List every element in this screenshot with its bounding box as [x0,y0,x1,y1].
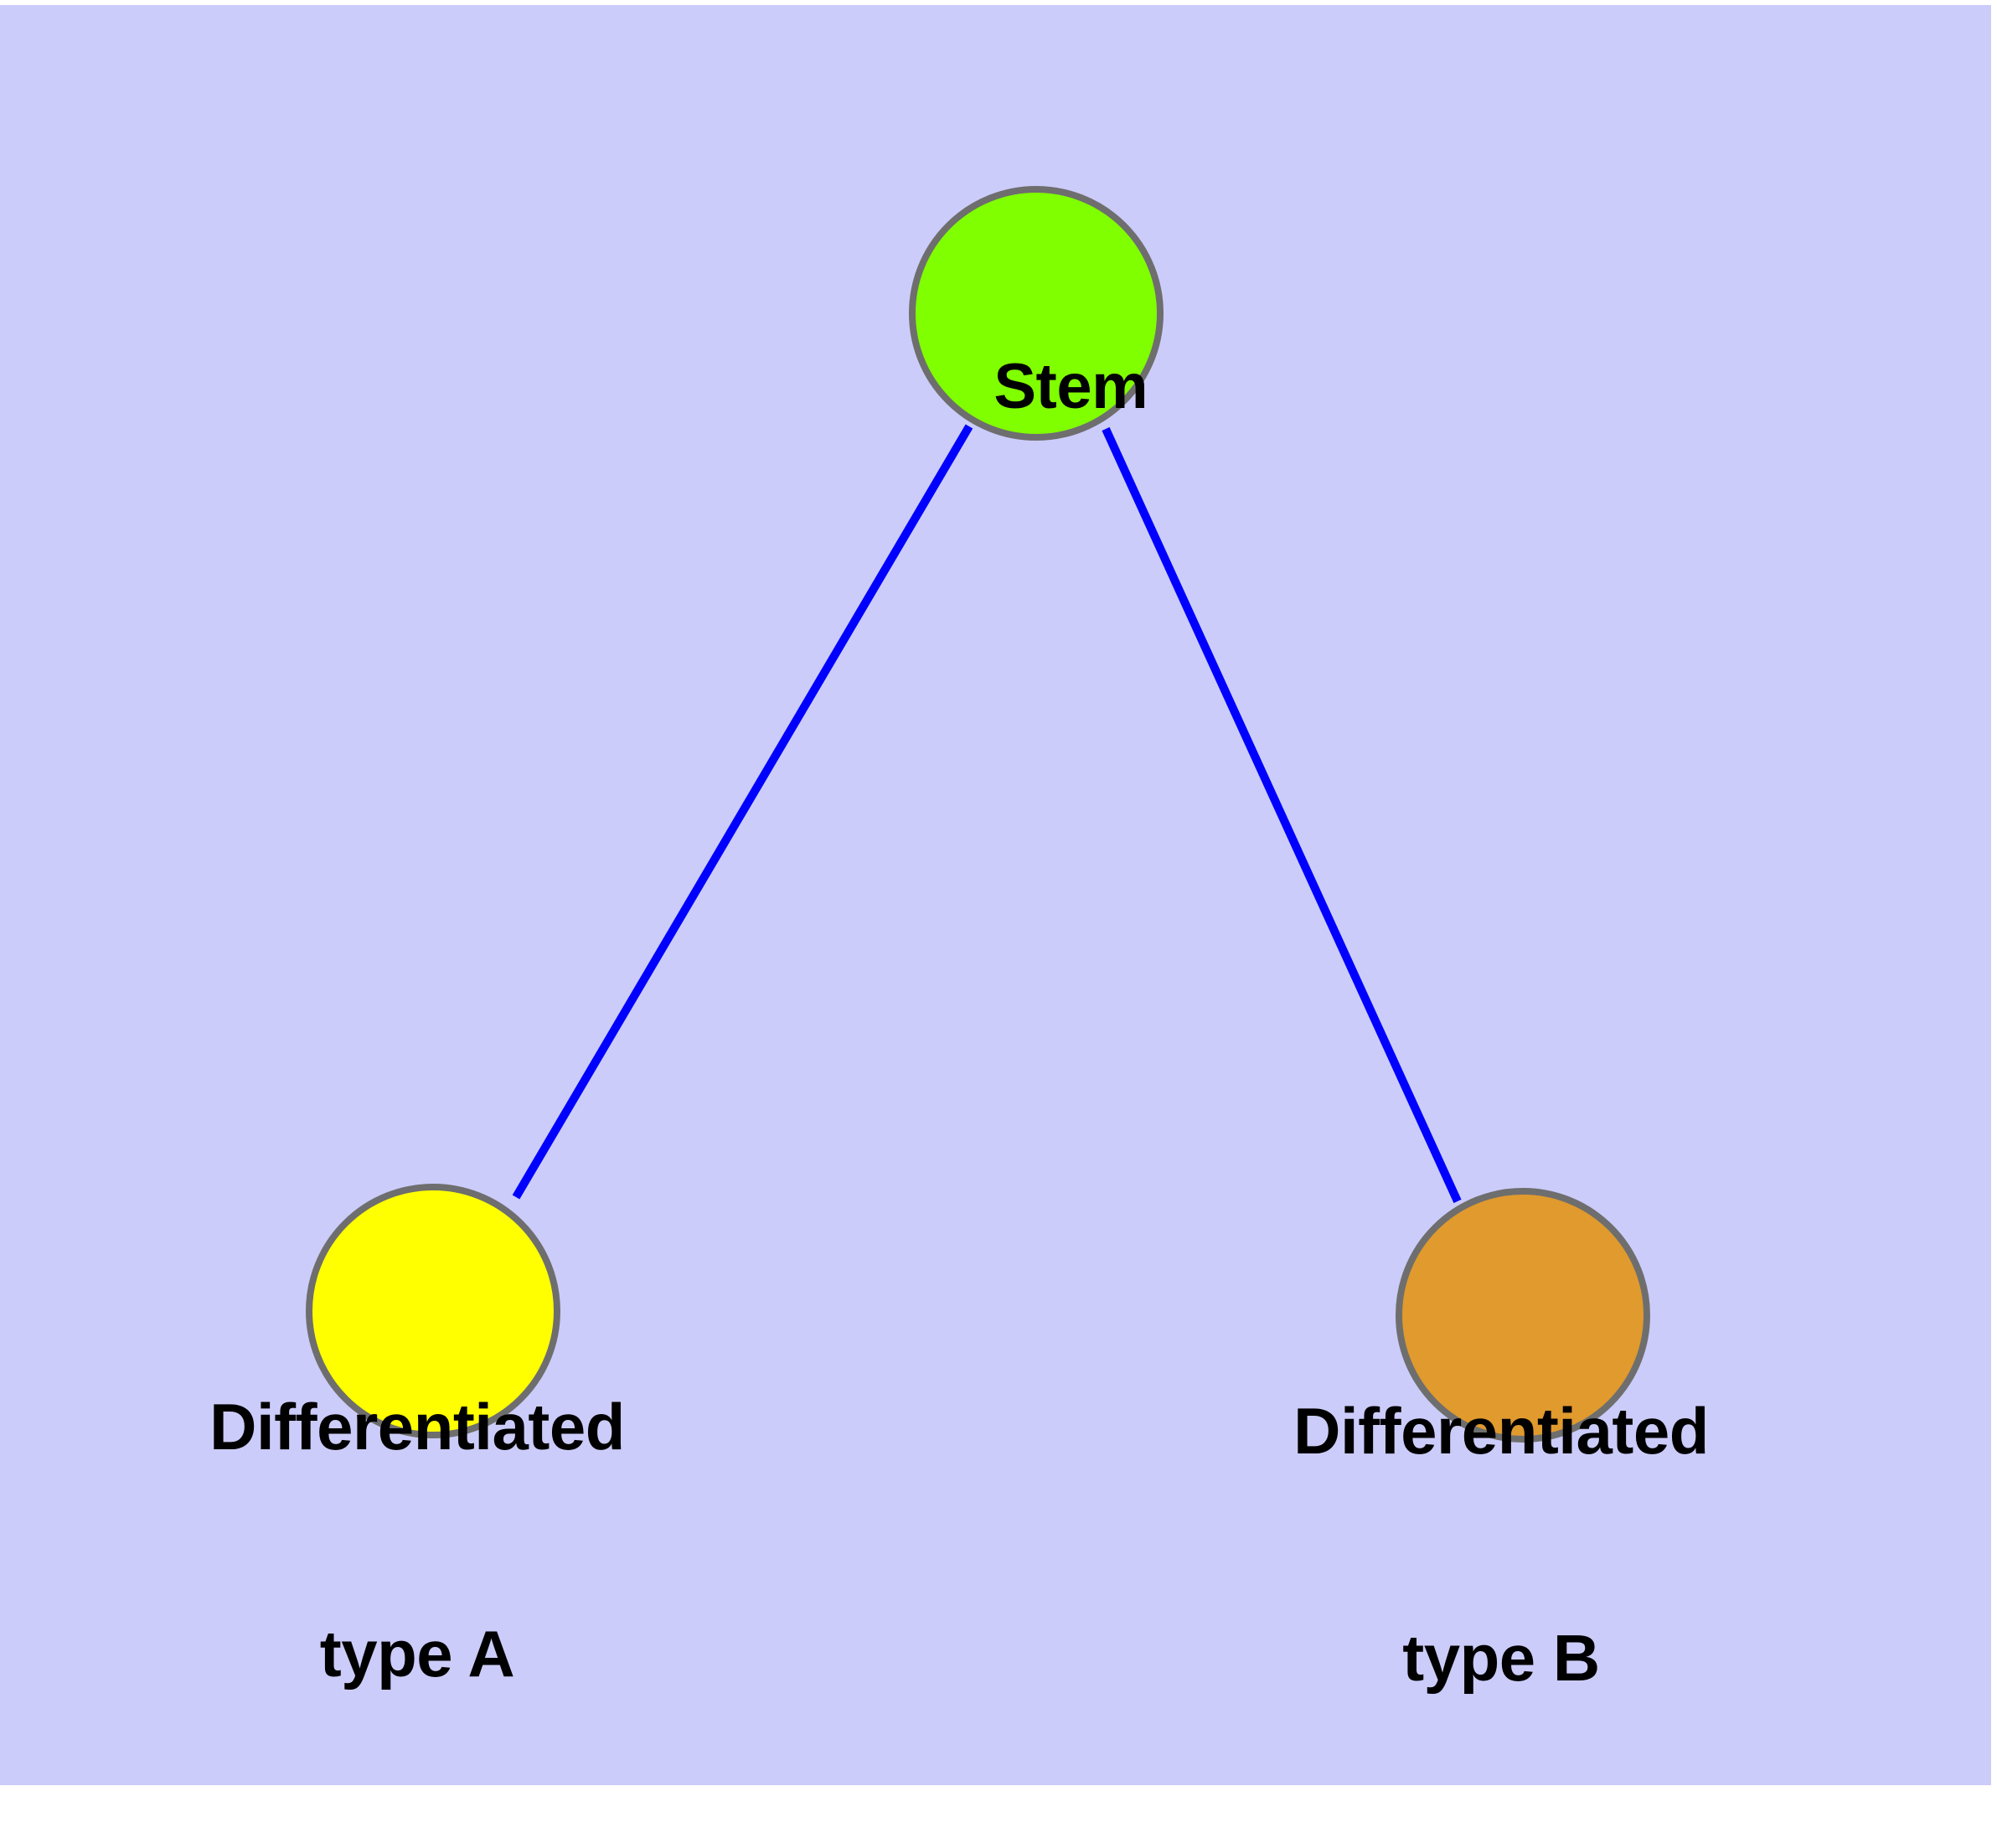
node-layer [306,186,1650,1443]
edge-layer [512,424,1462,1204]
edge-stem-to-differentiated-type-a[interactable] [512,424,973,1200]
node-differentiated-type-b-circle[interactable] [1396,1188,1650,1443]
node-differentiated-type-a-circle[interactable] [306,1184,560,1438]
graph-canvas [306,186,1650,1443]
edge-stem-to-differentiated-type-b[interactable] [1102,426,1462,1204]
node-stem-circle[interactable] [909,186,1164,441]
diagram-stage: Stem Differentiated type A Differentiate… [0,5,1991,1785]
